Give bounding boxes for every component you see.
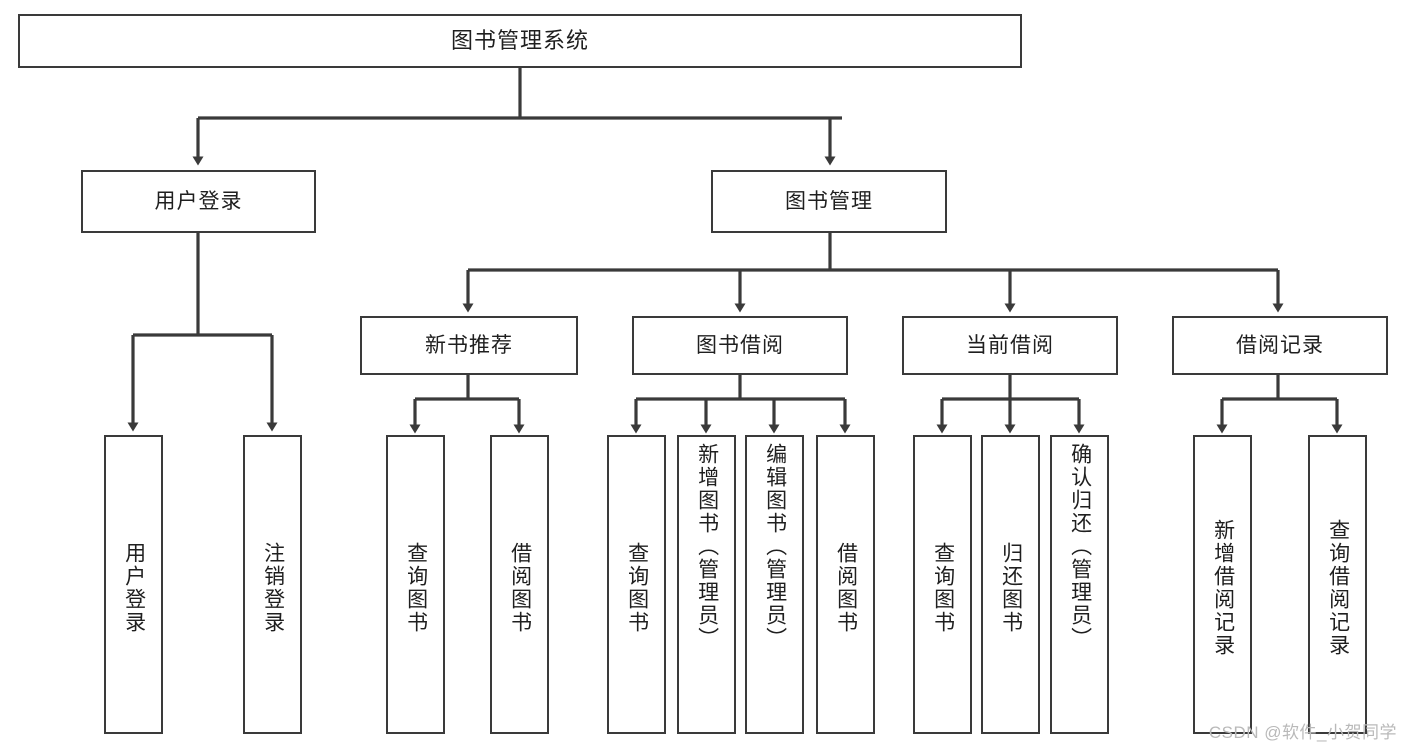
node-label: 借阅图书 xyxy=(834,541,858,634)
leaf-query-borrow-record[interactable]: 查询借阅记录 xyxy=(1308,435,1367,734)
node-current-borrow[interactable]: 当前借阅 xyxy=(902,316,1118,375)
node-user-login[interactable]: 用户登录 xyxy=(81,170,316,233)
node-label: 用户登录 xyxy=(122,541,146,634)
node-book-borrow[interactable]: 图书借阅 xyxy=(632,316,848,375)
leaf-add-book-admin[interactable]: 新增图书（管理员） xyxy=(677,435,736,734)
leaf-query-book-current[interactable]: 查询图书 xyxy=(913,435,972,734)
node-new-book-recommend[interactable]: 新书推荐 xyxy=(360,316,578,375)
leaf-confirm-return-admin[interactable]: 确认归还（管理员） xyxy=(1050,435,1109,734)
node-label: 图书借阅 xyxy=(696,333,784,357)
leaf-return-book[interactable]: 归还图书 xyxy=(981,435,1040,734)
node-label: 查询借阅记录 xyxy=(1326,518,1350,657)
leaf-logout[interactable]: 注销登录 xyxy=(243,435,302,734)
node-label: 用户登录 xyxy=(154,189,243,213)
leaf-borrow-book-recommend[interactable]: 借阅图书 xyxy=(490,435,549,734)
leaf-add-borrow-record[interactable]: 新增借阅记录 xyxy=(1193,435,1252,734)
leaf-query-book-recommend[interactable]: 查询图书 xyxy=(386,435,445,734)
leaf-user-login[interactable]: 用户登录 xyxy=(104,435,163,734)
node-label: 确认归还（管理员） xyxy=(1068,443,1092,650)
node-label: 查询图书 xyxy=(625,541,649,634)
node-label: 注销登录 xyxy=(261,541,285,634)
leaf-borrow-book[interactable]: 借阅图书 xyxy=(816,435,875,734)
node-root-system[interactable]: 图书管理系统 xyxy=(18,14,1022,68)
node-book-management[interactable]: 图书管理 xyxy=(711,170,947,233)
node-label: 新增借阅记录 xyxy=(1211,518,1235,657)
leaf-query-book-borrow[interactable]: 查询图书 xyxy=(607,435,666,734)
node-label: 新增图书（管理员） xyxy=(695,443,719,650)
watermark-text: CSDN @软件_小贺同学 xyxy=(1208,723,1397,742)
node-label: 借阅记录 xyxy=(1236,333,1324,357)
leaf-edit-book-admin[interactable]: 编辑图书（管理员） xyxy=(745,435,804,734)
node-borrow-record[interactable]: 借阅记录 xyxy=(1172,316,1388,375)
node-label: 新书推荐 xyxy=(425,333,513,357)
node-label: 查询图书 xyxy=(404,541,428,634)
node-label: 查询图书 xyxy=(931,541,955,634)
node-label: 借阅图书 xyxy=(508,541,532,634)
node-label: 当前借阅 xyxy=(966,333,1054,357)
node-label: 图书管理系统 xyxy=(450,27,589,53)
node-label: 编辑图书（管理员） xyxy=(763,443,787,650)
node-label: 归还图书 xyxy=(999,541,1023,634)
node-label: 图书管理 xyxy=(785,189,873,213)
